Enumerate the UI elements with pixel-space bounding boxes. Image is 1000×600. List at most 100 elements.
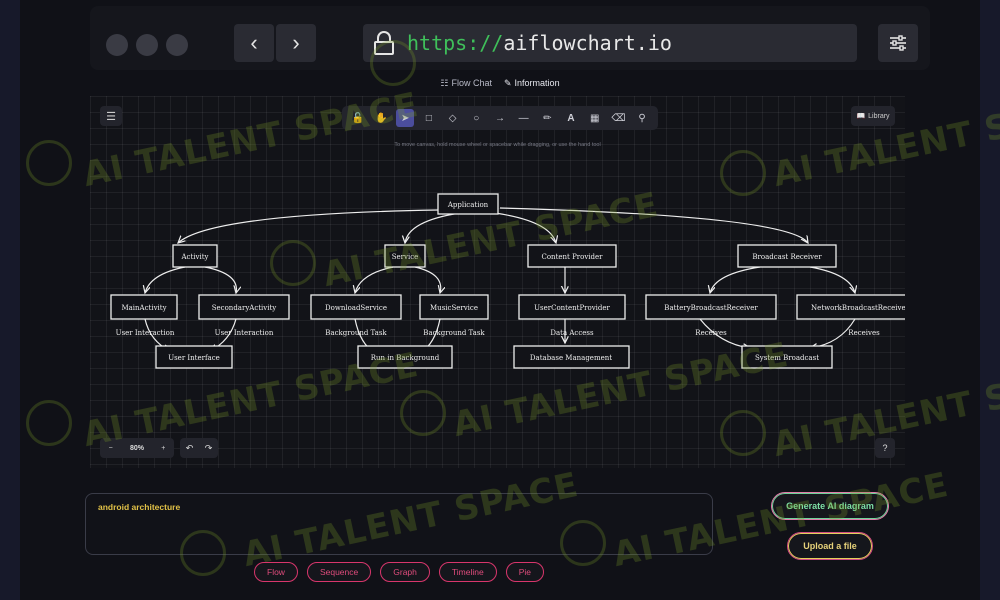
diagram-edges (145, 207, 855, 353)
line-tool[interactable]: — (515, 109, 533, 127)
drawing-canvas[interactable]: ☰ 🔓 ✋ ➤ □ ◇ ○ → — ✏ A ▦ ⌫ ⚲ 📖 Library To… (90, 96, 905, 468)
node-box (645, 294, 777, 320)
node-box (419, 294, 489, 320)
sliders-icon (890, 35, 906, 51)
tab-label: Flow Chat (451, 78, 492, 88)
node-service: Service (392, 253, 419, 261)
tab-information[interactable]: ✎ Information (504, 78, 560, 89)
diamond-tool[interactable]: ◇ (444, 109, 462, 127)
window-dot (136, 34, 158, 56)
history-controls: ↶ ↷ (180, 438, 218, 458)
pointer-tool[interactable]: ➤ (396, 109, 415, 127)
node-box (518, 294, 626, 320)
help-icon: ? (882, 443, 888, 453)
mode-tabs: ☷ Flow Chat ✎ Information (20, 72, 980, 94)
rectangle-tool[interactable]: □ (420, 109, 438, 127)
book-icon: 📖 (856, 113, 866, 120)
generate-diagram-button[interactable]: Generate AI diagram (771, 492, 889, 520)
node-box (198, 294, 290, 320)
chip-flow[interactable]: Flow (254, 562, 298, 582)
url-scheme: https:// (407, 31, 504, 55)
chevron-left-icon: ‹ (250, 30, 258, 55)
url-host: aiflowchart.io (503, 31, 672, 55)
chevron-right-icon: › (292, 30, 300, 55)
prompt-text: android architecture (98, 502, 181, 512)
eraser-tool[interactable]: ⌫ (609, 109, 627, 127)
feather-icon: ✎ (504, 77, 512, 88)
node-battery-receiver: BatteryBroadcastReceiver (664, 304, 758, 312)
sitemap-icon: ☷ (440, 77, 449, 88)
library-label: Library (868, 112, 890, 120)
zoom-level: 80% (129, 444, 144, 452)
lock-icon: 🔓 (351, 112, 365, 124)
node-box (741, 345, 833, 369)
node-box (172, 244, 218, 268)
chip-graph[interactable]: Graph (380, 562, 430, 582)
zoom-in-button[interactable]: + (161, 444, 166, 452)
image-icon: ▦ (589, 112, 600, 124)
help-button[interactable]: ? (875, 438, 895, 458)
node-database-management: Database Management (530, 354, 612, 362)
window-dot (166, 34, 188, 56)
text-tool[interactable]: A (562, 109, 580, 127)
undo-icon[interactable]: ↶ (185, 442, 194, 453)
tool-palette: 🔓 ✋ ➤ □ ◇ ○ → — ✏ A ▦ ⌫ ⚲ (342, 106, 658, 130)
arrow-icon: → (494, 112, 505, 124)
node-user-content-provider: UserContentProvider (534, 304, 610, 312)
settings-button[interactable] (878, 24, 918, 62)
arrow-tool[interactable]: → (491, 109, 509, 127)
edge-label: Background Task (423, 329, 485, 337)
hand-tool[interactable]: ✋ (373, 109, 391, 127)
chip-timeline[interactable]: Timeline (438, 562, 497, 582)
window-dot (106, 34, 128, 56)
edge-label: User Interaction (116, 329, 175, 337)
node-system-broadcast: System Broadcast (755, 354, 819, 362)
node-box (384, 244, 426, 268)
forward-button[interactable]: › (276, 24, 316, 62)
shapes-tool[interactable]: ⚲ (633, 109, 651, 127)
upload-file-button[interactable]: Upload a file (787, 532, 873, 560)
image-tool[interactable]: ▦ (586, 109, 604, 127)
browser-bar: ‹ › https:// aiflowchart.io (90, 6, 930, 70)
node-application: Application (447, 201, 489, 209)
flowchart-diagram: Application Activity Service Content Pro… (110, 193, 905, 369)
menu-button[interactable]: ☰ (100, 106, 122, 126)
edge-label: Receives (695, 329, 727, 337)
node-network-receiver: NetworkBroadcastReceiver (811, 304, 905, 312)
node-user-interface: User Interface (168, 354, 220, 362)
node-secondary-activity: SecondaryActivity (212, 304, 277, 312)
node-download-service: DownloadService (325, 304, 387, 312)
node-box (796, 294, 905, 320)
lock-icon (373, 31, 395, 55)
diamond-icon: ◇ (448, 112, 457, 124)
chip-pie[interactable]: Pie (505, 562, 544, 582)
app-window: ‹ › https:// aiflowchart.io ☷ Fl (20, 0, 980, 600)
canvas-hint: To move canvas, hold mouse wheel or spac… (394, 142, 601, 148)
node-box (527, 244, 617, 268)
edge-label: Receives (848, 329, 880, 337)
line-icon: — (518, 112, 529, 124)
lock-tool[interactable]: 🔓 (349, 109, 367, 127)
ellipse-icon: ○ (473, 112, 480, 124)
back-button[interactable]: ‹ (234, 24, 274, 62)
zoom-controls: − 80% + (100, 438, 174, 458)
ellipse-tool[interactable]: ○ (467, 109, 485, 127)
url-bar[interactable]: https:// aiflowchart.io (363, 24, 857, 62)
text-icon: A (567, 112, 575, 124)
pointer-icon: ➤ (401, 112, 410, 124)
node-box (357, 345, 453, 369)
pencil-icon: ✏ (543, 112, 552, 124)
redo-icon[interactable]: ↷ (204, 442, 213, 453)
node-box (737, 244, 837, 268)
zoom-out-button[interactable]: − (108, 444, 113, 452)
eraser-icon: ⌫ (611, 112, 626, 124)
pencil-tool[interactable]: ✏ (538, 109, 556, 127)
node-content-provider: Content Provider (541, 253, 603, 261)
library-button[interactable]: 📖 Library (851, 106, 895, 126)
chip-sequence[interactable]: Sequence (306, 562, 372, 582)
node-box (513, 345, 630, 369)
prompt-input[interactable]: android architecture (85, 493, 713, 555)
tab-flow-chat[interactable]: ☷ Flow Chat (440, 78, 492, 89)
node-box (310, 294, 402, 320)
diagram-type-chips: Flow Sequence Graph Timeline Pie (254, 562, 544, 582)
